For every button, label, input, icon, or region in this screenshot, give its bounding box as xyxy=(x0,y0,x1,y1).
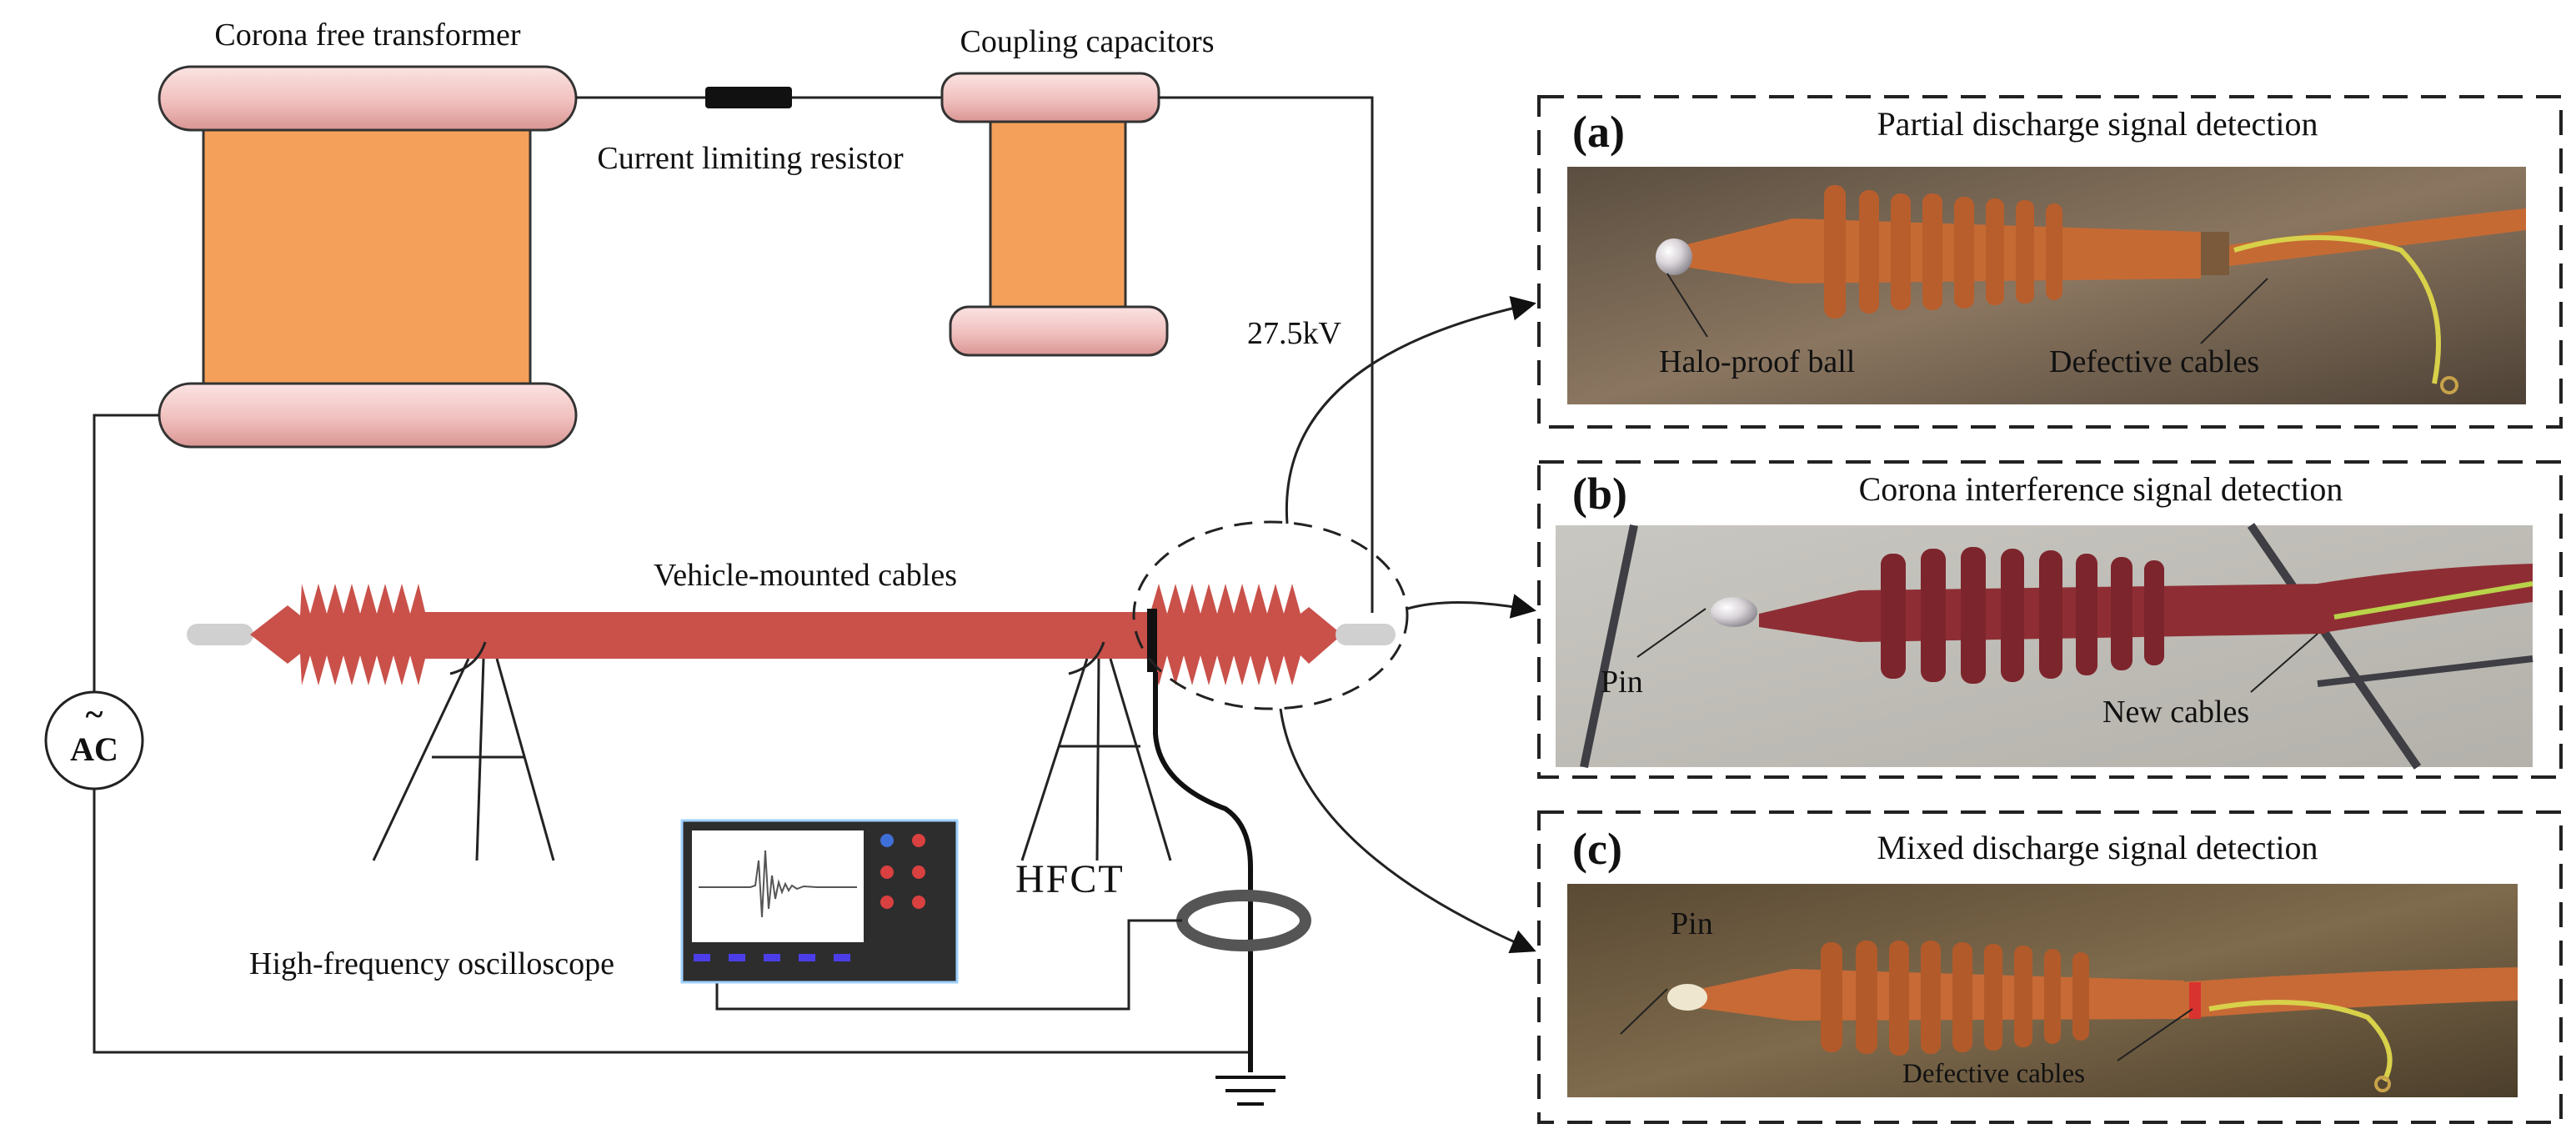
ac-source-circle xyxy=(44,690,144,790)
hfct-ring xyxy=(1176,890,1311,951)
panel-c-frame xyxy=(1537,810,2563,1124)
panel-b-letter: (b) xyxy=(1572,469,1627,519)
panel-a-halo-ball xyxy=(1656,238,1692,275)
transformer-top-disc xyxy=(158,65,578,132)
scope-button xyxy=(764,954,780,961)
resistor-body xyxy=(705,87,792,108)
grounding-band xyxy=(1147,609,1157,672)
oscilloscope-waveform xyxy=(699,850,857,918)
panel-b-frame xyxy=(1537,460,2563,779)
ac-source: ~ AC xyxy=(44,690,144,790)
panel-a-frame xyxy=(1537,95,2563,429)
panel-b-pin-tip xyxy=(1711,597,1757,627)
panel-c-pin-tip xyxy=(1667,984,1707,1011)
arrow-to-panel-c xyxy=(1279,708,1536,954)
ground-lead xyxy=(1153,672,1253,1072)
panel-b-pointer-pin xyxy=(1636,608,1706,658)
cable-label: Vehicle-mounted cables xyxy=(654,558,957,593)
ac-symbol: ~ xyxy=(86,695,103,733)
scope-knob-red xyxy=(912,866,925,879)
current-limiting-resistor: Current limiting resistor xyxy=(576,87,942,176)
cable-right-shed xyxy=(1150,584,1342,685)
panel-a-label-defective: Defective cables xyxy=(2049,344,2259,379)
oscilloscope-label: High-frequency oscilloscope xyxy=(249,946,614,981)
vehicle-mounted-cable: Vehicle-mounted cables xyxy=(187,558,1396,685)
panel-c-sheds xyxy=(1821,941,2089,1056)
capacitor-label: Coupling capacitors xyxy=(960,24,1215,59)
capacitor-core xyxy=(989,115,1127,312)
capacitor-bottom-disc xyxy=(949,305,1169,357)
panel-a: (a) Partial discharge signal detection H… xyxy=(1537,95,2563,429)
left-terminal-lug xyxy=(187,624,253,645)
transformer-bottom-disc xyxy=(158,382,578,449)
right-terminal-lug xyxy=(1336,624,1396,645)
panel-a-letter: (a) xyxy=(1572,107,1625,157)
scope-knob-red xyxy=(880,866,894,879)
transformer-label: Corona free transformer xyxy=(214,18,521,53)
right-support-stand xyxy=(1020,641,1172,861)
arrow-to-panel-a xyxy=(1285,295,1536,524)
hfct-sensor: HFCT xyxy=(1015,857,1311,951)
cable-body xyxy=(421,612,1155,659)
capacitor-top-disc xyxy=(940,72,1160,123)
ground-return xyxy=(93,789,1250,1054)
panel-a-label-halo-ball: Halo-proof ball xyxy=(1659,344,1855,379)
oscilloscope: High-frequency oscilloscope xyxy=(249,819,959,984)
panel-a-shield-joint xyxy=(2201,232,2229,275)
panel-b-ground-wire xyxy=(2333,581,2533,620)
panel-a-wire-lug xyxy=(2440,376,2458,394)
panel-c-label-defective: Defective cables xyxy=(1902,1059,2085,1089)
scope-button xyxy=(799,954,815,961)
coupling-capacitor: Coupling capacitors xyxy=(940,24,1215,357)
panel-a-pointer-ball xyxy=(1666,273,1708,338)
panel-c-wire-lug xyxy=(2374,1076,2391,1092)
panel-c-pointer-cable xyxy=(2117,1008,2193,1061)
voltage-label: 27.5kV xyxy=(1247,316,1342,351)
arrow-to-panel-b xyxy=(1406,594,1536,619)
hfct-signal-lead xyxy=(715,919,1182,1011)
panel-b-label-pin: Pin xyxy=(1601,665,1643,700)
ground-symbol xyxy=(1215,1076,1285,1106)
panel-a-pointer-cable xyxy=(2200,278,2268,344)
panel-b-pointer-cable xyxy=(2250,633,2318,693)
terminal-zoom-ellipse xyxy=(1132,520,1409,710)
panel-c-ground-wire xyxy=(2208,1000,2393,1082)
scope-knob-red xyxy=(912,896,925,909)
panel-b-cable-tail xyxy=(2318,564,2533,634)
scope-knob-red xyxy=(880,896,894,909)
panel-a-title: Partial discharge signal detection xyxy=(1877,105,2318,143)
scope-button xyxy=(694,954,710,961)
left-support-stand xyxy=(372,641,555,861)
resistor-label: Current limiting resistor xyxy=(597,141,904,176)
panel-b-label-new: New cables xyxy=(2102,695,2249,730)
hv-lead xyxy=(1159,96,1374,613)
ac-label: AC xyxy=(70,730,118,768)
panel-b: (b) Corona interference signal detection… xyxy=(1537,460,2563,779)
panel-b-floor-line xyxy=(1580,524,1638,769)
panel-c: (c) Mixed discharge signal detection Pin… xyxy=(1537,810,2563,1124)
panel-c-title: Mixed discharge signal detection xyxy=(1877,829,2318,866)
ac-lead xyxy=(93,414,159,692)
panel-c-letter: (c) xyxy=(1572,824,1622,874)
transformer-core xyxy=(202,123,532,390)
transformer: Corona free transformer xyxy=(158,18,578,449)
panel-c-cable-tail xyxy=(2176,967,2518,1019)
panel-c-label-pin: Pin xyxy=(1671,906,1713,941)
panel-b-sheds xyxy=(1881,547,2164,684)
scope-button xyxy=(834,954,850,961)
panel-b-floor-line xyxy=(2247,523,2422,770)
scope-knob-red xyxy=(912,834,925,847)
hfct-label: HFCT xyxy=(1015,857,1125,901)
panel-a-ground-wire xyxy=(2233,235,2441,384)
scope-button xyxy=(729,954,745,961)
panel-b-title: Corona interference signal detection xyxy=(1859,470,2343,508)
panel-c-pointer-pin xyxy=(1620,988,1668,1035)
cable-left-shed xyxy=(250,584,425,685)
scope-knob-blue xyxy=(880,834,894,847)
panel-c-red-tape xyxy=(2189,982,2201,1019)
panel-b-floor-line xyxy=(2317,655,2533,687)
panel-a-sheds xyxy=(1824,185,2062,319)
